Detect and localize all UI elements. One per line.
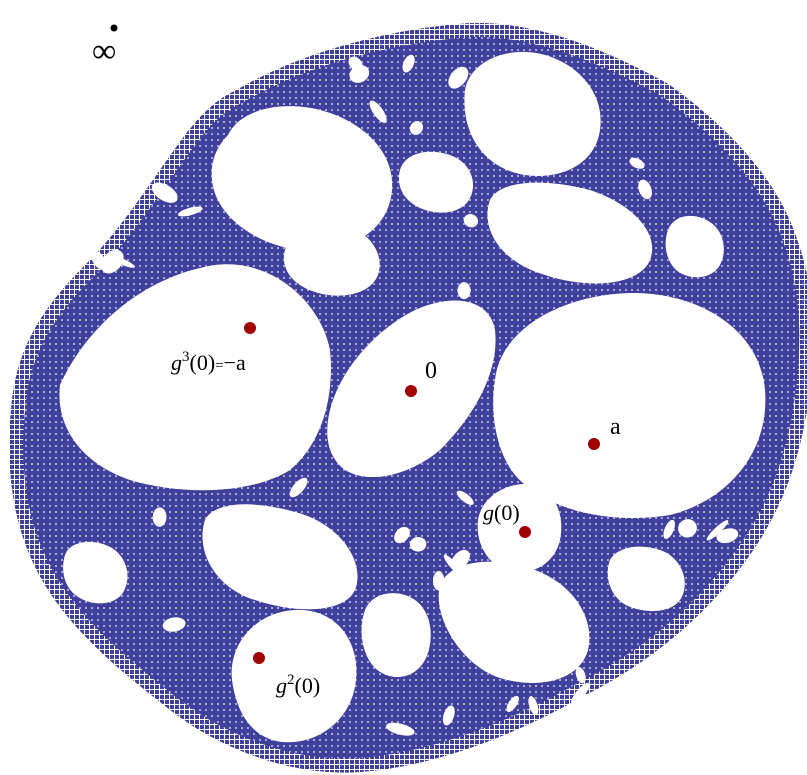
marked-points	[110, 24, 600, 664]
speckle	[394, 526, 410, 544]
point-g1-marker	[519, 526, 531, 538]
speckle	[457, 282, 471, 300]
component-a	[493, 292, 766, 519]
speckle	[402, 54, 415, 73]
speckle	[162, 617, 186, 632]
speckle	[706, 520, 729, 541]
speckle	[571, 682, 590, 705]
fatou-components	[59, 51, 766, 743]
speckle	[369, 100, 387, 123]
infinity-point-marker	[110, 24, 118, 32]
speckle	[463, 214, 479, 228]
speckle	[385, 722, 415, 736]
component-bottom-left	[202, 504, 358, 610]
infinity-label: ∞	[92, 33, 116, 70]
component-top-right	[464, 51, 601, 176]
component-g3	[59, 264, 331, 491]
speckle	[456, 490, 474, 505]
speckle	[289, 477, 308, 498]
component-mid-2	[398, 151, 474, 213]
speckle	[91, 250, 107, 270]
label-g3: g3(0)=−a	[171, 349, 246, 375]
speckle	[629, 157, 645, 169]
component-mid-lower	[361, 593, 431, 678]
speckle	[409, 536, 427, 552]
label-g2: g2(0)	[276, 672, 320, 698]
component-right	[487, 182, 653, 284]
speckle	[151, 182, 178, 203]
label-a: a	[610, 414, 621, 440]
speckle	[130, 174, 141, 197]
component-bottom-right	[438, 561, 590, 683]
labels: ∞ 0 a g(0) g2(0) g3(0)=−a	[92, 33, 621, 698]
component-right-lower	[607, 546, 685, 612]
label-g1: g(0)	[483, 500, 520, 525]
component-top-left	[211, 106, 393, 251]
speckle	[101, 249, 124, 274]
point-a-marker	[588, 438, 600, 450]
speckle	[678, 519, 697, 538]
speckle	[409, 121, 424, 135]
speckle	[442, 705, 455, 726]
fatou-speckles	[91, 54, 739, 736]
label-zero: 0	[425, 358, 437, 384]
component-upper-right-small	[665, 215, 724, 278]
speckle	[451, 549, 470, 570]
speckle	[716, 528, 739, 544]
speckle	[152, 507, 167, 527]
speckle	[506, 695, 519, 712]
speckle	[528, 696, 539, 715]
point-g2-marker	[253, 652, 265, 664]
component-g2	[231, 609, 357, 743]
speckle	[663, 519, 675, 539]
speckle	[575, 667, 586, 684]
speckle	[177, 206, 203, 217]
speckle	[349, 65, 370, 83]
speckle	[638, 179, 652, 200]
point-g3-marker	[244, 322, 256, 334]
component-g1	[477, 484, 562, 573]
component-mid	[283, 222, 380, 296]
speckle	[433, 571, 445, 591]
point-zero-marker	[405, 385, 417, 397]
speckle	[448, 66, 469, 89]
component-left-lower	[63, 541, 128, 604]
